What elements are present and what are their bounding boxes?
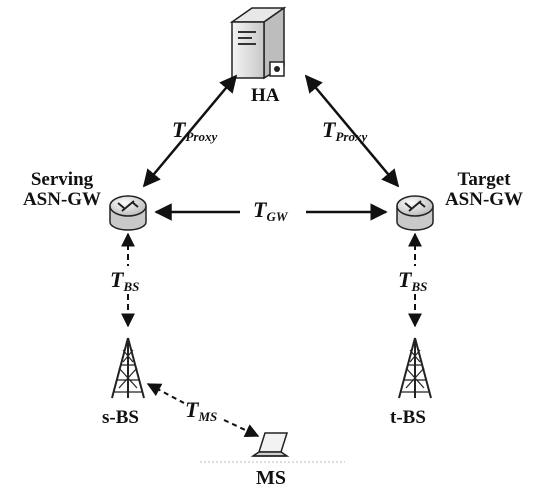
target-gw-label: Target ASN-GW bbox=[438, 170, 530, 210]
link-ms-bottom bbox=[223, 419, 260, 437]
serving-gw-label-line1: Serving bbox=[30, 169, 94, 190]
serving-gw-label: Serving ASN-GW bbox=[16, 170, 108, 210]
base-station-tower-icon bbox=[111, 337, 145, 399]
t-proxy-left-label: TProxy bbox=[172, 117, 218, 145]
t-proxy-right-label: TProxy bbox=[322, 117, 368, 145]
t-gw-label: TGW bbox=[253, 197, 288, 225]
base-station-tower-icon bbox=[398, 337, 432, 399]
link-proxy-left bbox=[142, 74, 238, 188]
link-proxy-right bbox=[304, 74, 400, 188]
s-bs-label: s-BS bbox=[102, 407, 139, 428]
t-ms-label: TMS bbox=[185, 397, 218, 425]
t-bs-right-label: TBS bbox=[398, 267, 428, 295]
target-gw-label-line2: ASN-GW bbox=[444, 189, 524, 210]
laptop-icon bbox=[250, 432, 290, 457]
router-icon bbox=[396, 195, 434, 231]
server-icon bbox=[229, 6, 287, 80]
link-ms-top bbox=[146, 383, 185, 404]
ms-label: MS bbox=[256, 467, 286, 489]
ha-label: HA bbox=[251, 85, 280, 106]
router-icon bbox=[109, 195, 147, 231]
target-gw-label-line1: Target bbox=[457, 169, 511, 190]
serving-gw-label-line2: ASN-GW bbox=[22, 189, 102, 210]
t-bs-left-label: TBS bbox=[110, 267, 140, 295]
t-bs-label: t-BS bbox=[390, 407, 426, 428]
